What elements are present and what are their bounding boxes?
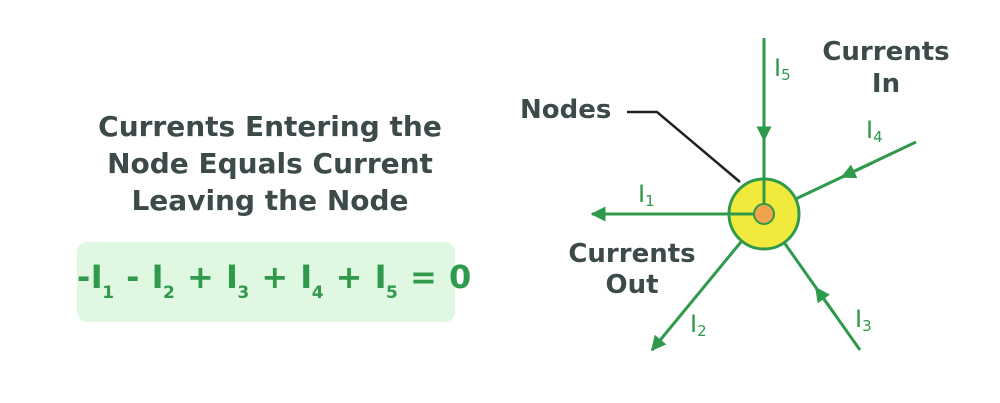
label-i1: I1 — [638, 180, 655, 210]
formula-term-1: -I — [77, 258, 104, 296]
formula-box: -I1 - I2 + I3 + I4 + I5 = 0 — [77, 242, 471, 322]
label-currents-in-2: In — [872, 69, 900, 99]
label-i4: I4 — [866, 116, 883, 146]
nodes-pointer — [627, 110, 741, 183]
label-i2: I2 — [690, 310, 707, 340]
formula-term-3-sub: 3 — [237, 283, 250, 303]
label-currents-out-1: Currents — [568, 239, 695, 269]
label-currents-out-2: Out — [605, 270, 658, 300]
formula-equals: = 0 — [398, 258, 472, 296]
formula-term-5-sub: 5 — [386, 283, 399, 303]
statement-line-2: Node Equals Current — [107, 147, 433, 180]
label-currents-in-1: Currents — [822, 37, 949, 67]
formula-term-1-sub: 1 — [102, 283, 115, 303]
formula-term-2: - I — [114, 258, 164, 296]
node-center — [753, 203, 775, 225]
formula-term-5: + I — [324, 258, 388, 296]
formula-term-2-sub: 2 — [163, 283, 176, 303]
label-i5: I5 — [774, 54, 791, 84]
arrow-i4 — [840, 161, 873, 179]
statement-line-3: Leaving the Node — [131, 184, 409, 217]
formula-term-4: + I — [249, 258, 313, 296]
kcl-formula: -I1 - I2 + I3 + I4 + I5 = 0 — [77, 258, 471, 303]
kcl-statement: Currents Entering the Node Equals Curren… — [60, 108, 480, 219]
arrow-i3 — [814, 286, 838, 317]
label-i3: I3 — [855, 305, 872, 335]
statement-line-1: Currents Entering the — [98, 110, 442, 143]
formula-term-3: + I — [175, 258, 239, 296]
label-nodes: Nodes — [520, 95, 611, 125]
formula-term-4-sub: 4 — [311, 283, 325, 303]
